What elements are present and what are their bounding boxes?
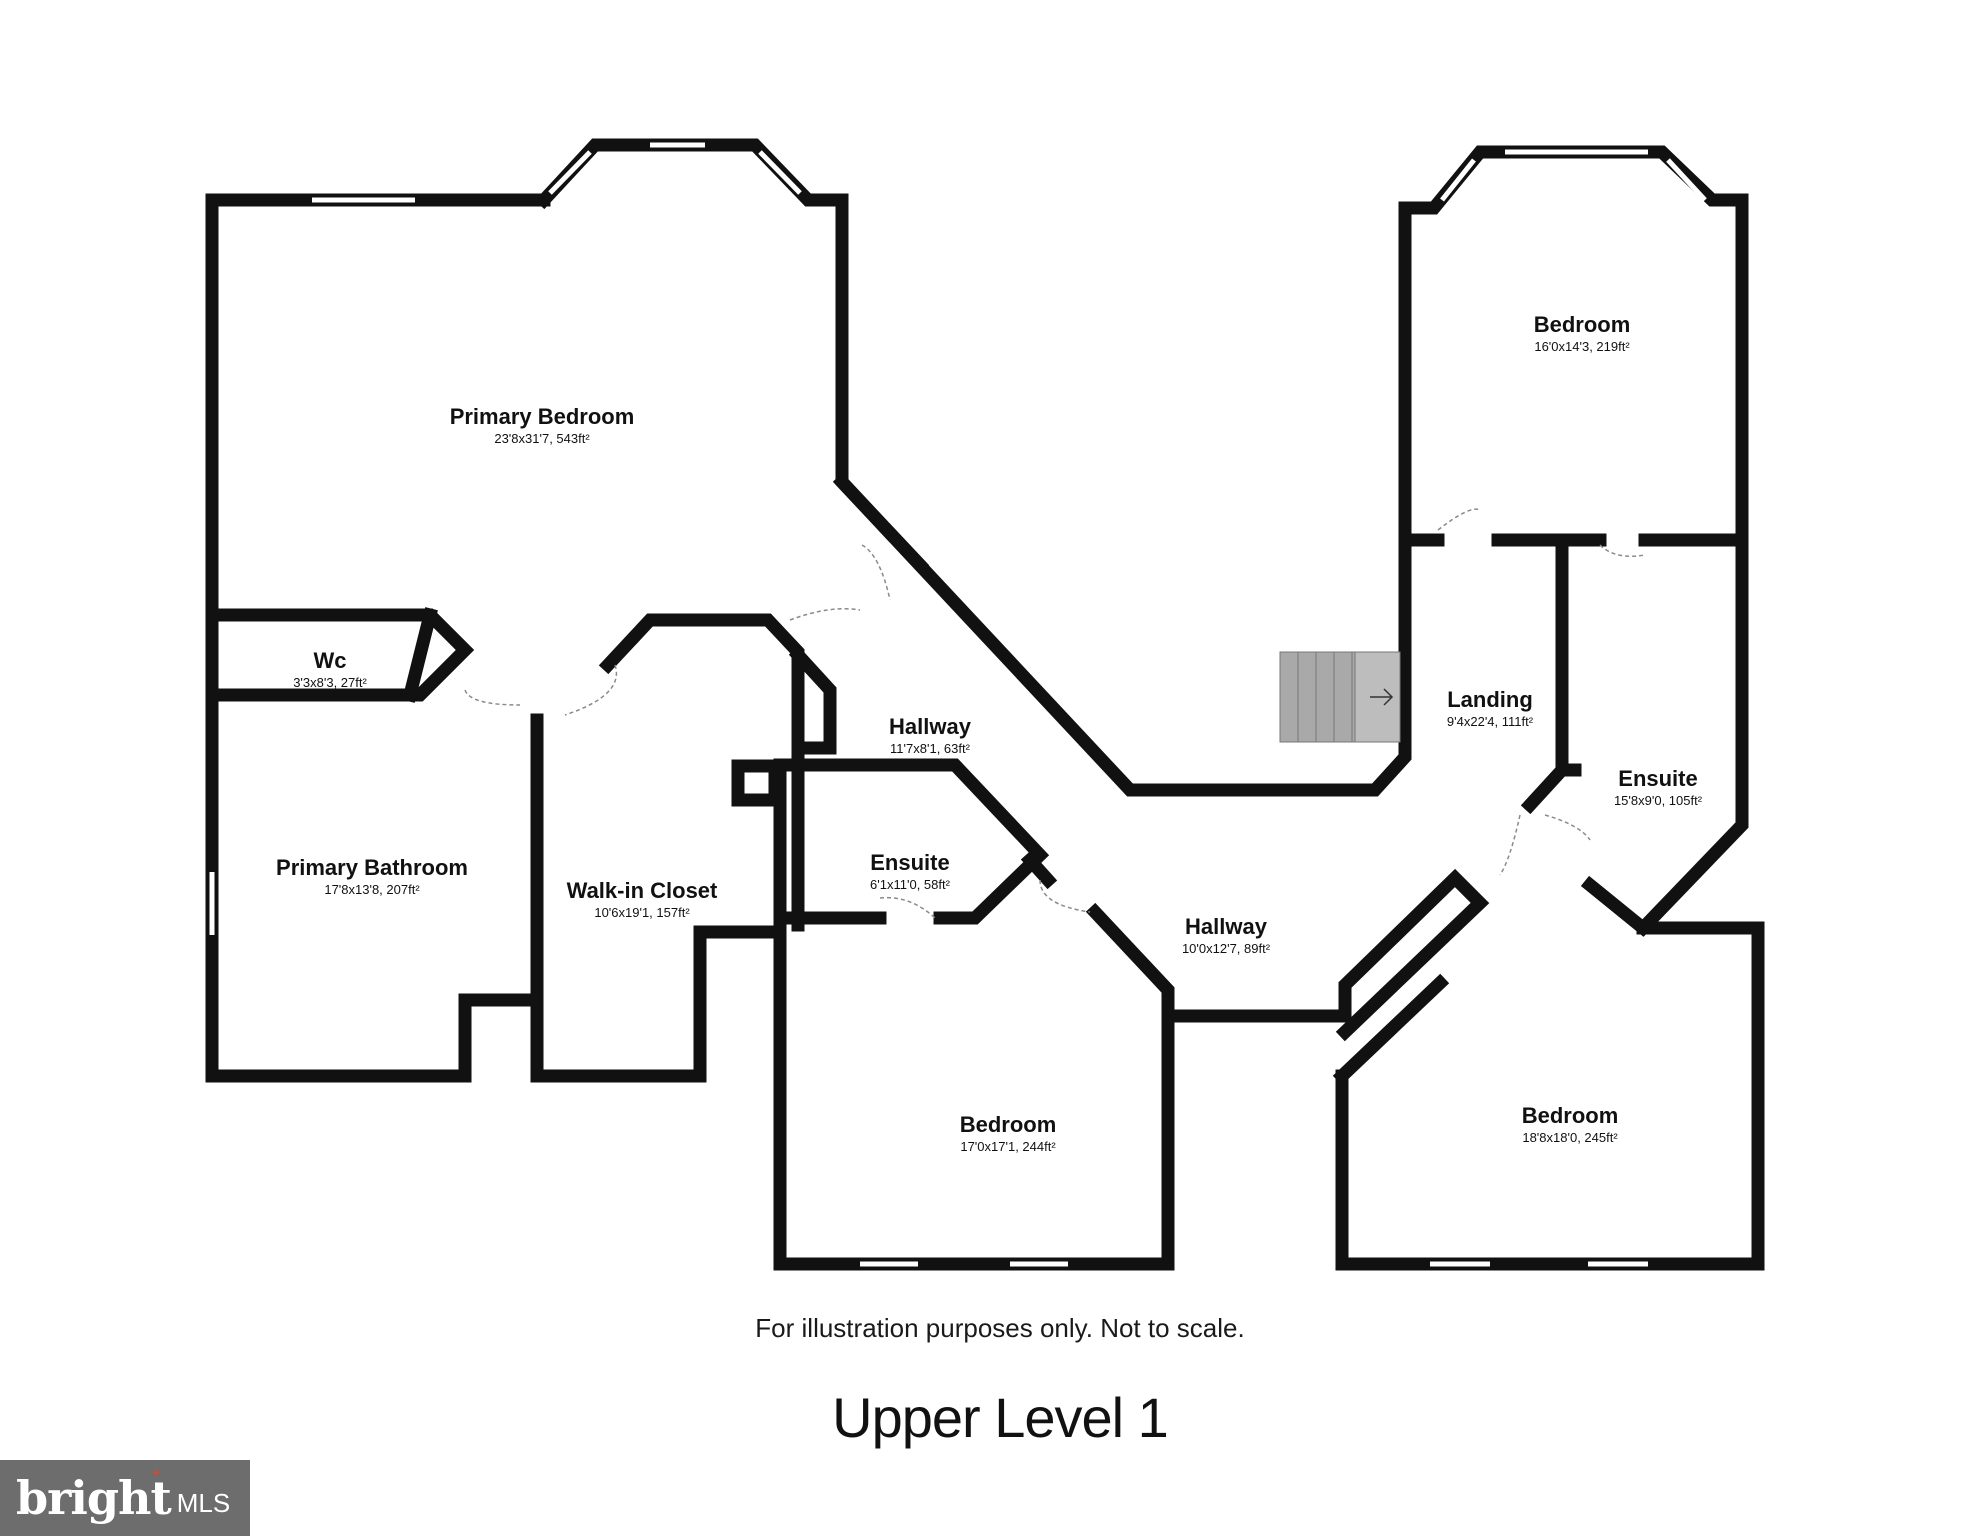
room-name: Hallway [889,714,971,739]
primary-bedroom-wall [205,193,551,1083]
logo-spark-icon [152,1468,161,1477]
door-arc [861,544,891,601]
room-label-wc: Wc 3'3x8'3, 27ft² [293,648,367,692]
lower-hallway-wall [1161,868,1490,1042]
room-dimensions: 6'1x11'0, 58ft² [870,877,950,892]
room-label-ensuite-right: Ensuite 15'8x9'0, 105ft² [1614,766,1702,810]
room-label-ensuite-left: Ensuite 6'1x11'0, 58ft² [870,850,950,894]
room-label-primary-bathroom: Primary Bathroom 17'8x13'8, 207ft² [276,855,468,899]
right-bedroom-diagonal [1332,973,1450,1086]
room-dimensions: 3'3x8'3, 27ft² [293,675,367,690]
room-label-bedroom-bottom-right: Bedroom 18'8x18'0, 245ft² [1522,1103,1619,1147]
room-dimensions: 18'8x18'0, 245ft² [1522,1130,1618,1145]
room-dimensions: 17'8x13'8, 207ft² [324,882,420,897]
logo-wordmark: bright [16,1471,172,1525]
wc-inner-wall [205,607,438,703]
door-arc [1499,814,1521,876]
ensuite-wall [773,758,1175,1271]
stair-direction-arrow-icon [1370,688,1394,706]
room-name: Primary Bathroom [276,855,468,880]
room-name: Walk-in Closet [566,878,718,903]
window [758,150,802,195]
ensuite-right-wall [1580,533,1749,937]
room-dimensions: 15'8x9'0, 105ft² [1613,793,1703,808]
room-name: Bedroom [1533,312,1631,337]
room-name: Wc [313,648,347,673]
room-label-primary-bedroom: Primary Bedroom 23'8x31'7, 543ft² [450,404,635,448]
room-name: Primary Bedroom [449,404,635,429]
disclaimer-text: For illustration purposes only. Not to s… [755,1313,1245,1343]
door-arc [564,664,618,716]
room-label-hallway-lower: Hallway 10'0x12'7, 89ft² [1182,914,1270,958]
right-bedroom-wall [1335,921,1765,1271]
room-label-landing: Landing 9'4x22'4, 111ft² [1447,687,1533,731]
door-arc [1544,814,1591,841]
room-name: Bedroom [1521,1103,1619,1128]
room-dimensions: 16'0x14'3, 219ft² [1534,339,1630,354]
hallway-wall [773,758,1050,925]
room-name: Hallway [1185,914,1267,939]
room-dimensions: 11'7x8'1, 63ft² [890,741,970,756]
window [1440,158,1476,202]
door-arc [789,608,861,621]
room-name: Ensuite [870,850,950,875]
hallway-diagonal-wall [832,472,1058,890]
room-dimensions: 10'0x12'7, 89ft² [1181,941,1271,956]
room-name: Ensuite [1618,766,1698,791]
room-dimensions: 9'4x22'4, 111ft² [1446,714,1534,729]
room-label-bedroom-top-right: Bedroom 16'0x14'3, 219ft² [1534,312,1631,356]
room-label-hallway-upper: Hallway 11'7x8'1, 63ft² [889,714,971,758]
room-dimensions: 17'0x17'1, 244ft² [960,1139,1056,1154]
room-dimensions: 10'6x19'1, 157ft² [594,905,690,920]
door-arc [879,896,936,919]
door-arc [1599,544,1646,557]
door-arc [1437,508,1481,531]
bright-mls-logo: bright MLS [0,1460,250,1536]
room-name: Bedroom [959,1112,1057,1137]
door-arcs [464,508,1646,919]
stairs [1279,651,1401,743]
windows [209,142,1707,1267]
door-arc [464,689,521,706]
logo-suffix: MLS [176,1487,231,1518]
wc-wall [205,608,475,702]
window [548,150,592,195]
room-dimensions: 23'8x31'7, 543ft² [494,431,590,446]
room-label-walk-in-closet: Walk-in Closet 10'6x19'1, 157ft² [567,878,718,922]
window [1666,158,1707,202]
room-label-bedroom-center: Bedroom 17'0x17'1, 244ft² [960,1112,1057,1156]
bathroom-closet-divider [530,713,777,1083]
room-name: Landing [1447,687,1533,712]
level-title: Upper Level 1 [832,1386,1169,1449]
